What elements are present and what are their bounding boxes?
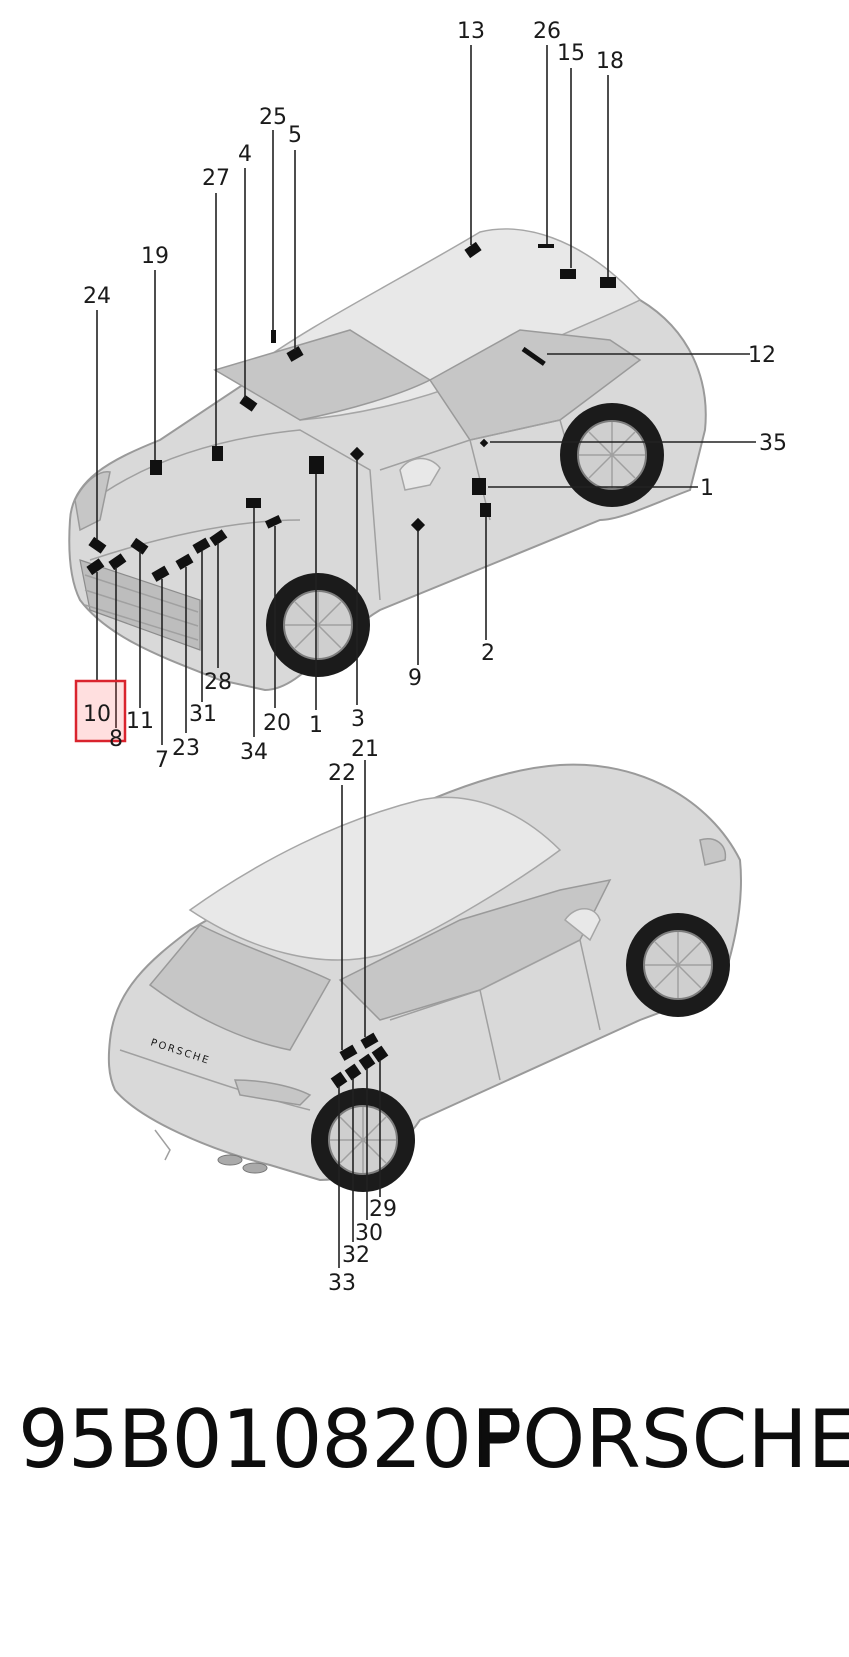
callout-21: 21 — [351, 737, 379, 762]
label-markers-bottom — [330, 1032, 389, 1089]
car-front-view — [68, 228, 707, 692]
callout-3: 3 — [351, 707, 365, 732]
callout-2: 2 — [481, 641, 495, 666]
callout-10: 10 — [83, 702, 111, 727]
car-rear-view: PORSCHE — [107, 763, 742, 1192]
rear-window — [148, 924, 332, 1051]
part-number: 95B010820F — [18, 1393, 517, 1486]
callout-27: 27 — [202, 166, 230, 191]
callout-8: 8 — [109, 727, 123, 752]
callout-12: 12 — [748, 343, 776, 368]
callout-numbers-bottom: 21 22 29 30 32 33 — [328, 737, 397, 1296]
callout-20: 20 — [263, 711, 291, 736]
brand-name: PORSCHE — [474, 1393, 849, 1486]
callout-9: 9 — [408, 666, 422, 691]
callout-1: 1 — [309, 713, 323, 738]
car-roof-rear — [188, 796, 562, 961]
callout-34: 34 — [240, 740, 268, 765]
callout-31: 31 — [189, 702, 217, 727]
leader-lines-bottom — [338, 760, 381, 1268]
callout-26: 26 — [533, 19, 561, 44]
side-window-rear — [338, 878, 612, 1021]
callout-25: 25 — [259, 105, 287, 130]
callout-1-right: 1 — [700, 476, 714, 501]
callout-18: 18 — [596, 49, 624, 74]
callout-numbers-top: 13 26 15 18 25 5 4 27 19 24 12 35 1 2 9 … — [83, 19, 787, 773]
callout-33: 33 — [328, 1271, 356, 1296]
callout-35: 35 — [759, 431, 787, 456]
callout-30: 30 — [355, 1221, 383, 1246]
callout-13: 13 — [457, 19, 485, 44]
callout-7: 7 — [155, 748, 169, 773]
callout-23: 23 — [172, 736, 200, 761]
callout-5: 5 — [288, 123, 302, 148]
callout-28: 28 — [204, 670, 232, 695]
callout-32: 32 — [342, 1243, 370, 1268]
callout-15: 15 — [557, 41, 585, 66]
leader-lines-top — [96, 45, 756, 745]
callout-24: 24 — [83, 284, 111, 309]
callout-29: 29 — [369, 1197, 397, 1222]
highlight-box — [74, 679, 127, 743]
callout-4: 4 — [238, 142, 252, 167]
callout-19: 19 — [141, 244, 169, 269]
label-markers-top — [86, 241, 616, 582]
callout-22: 22 — [328, 761, 356, 786]
callout-11: 11 — [126, 709, 154, 734]
